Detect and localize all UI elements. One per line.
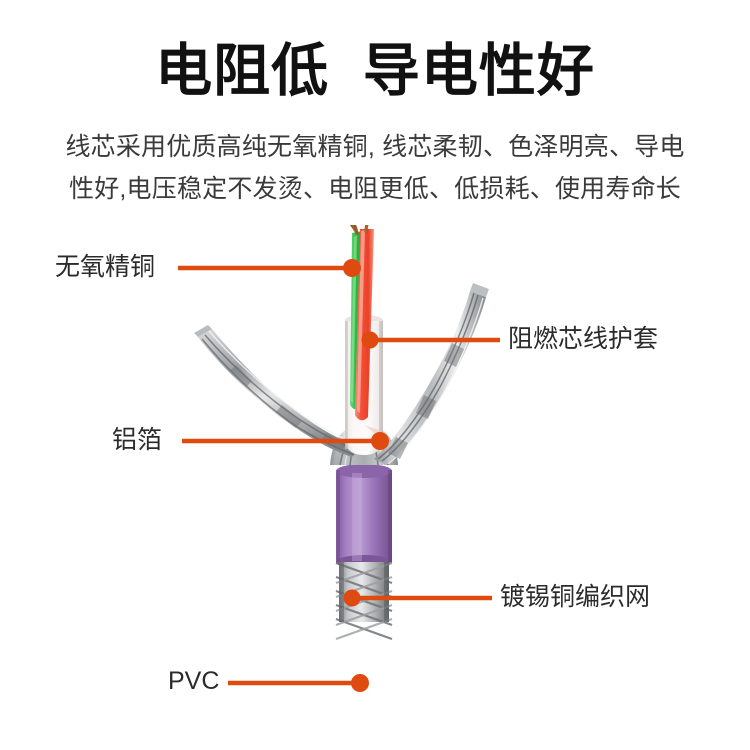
subtitle-paragraph: 线芯采用优质高纯无氧精铜, 线芯柔韧、色泽明亮、导电 性好,电压稳定不发烫、电阻… [0, 126, 750, 210]
subtitle-line-2: 性好,电压稳定不发烫、电阻更低、低损耗、使用寿命长 [69, 175, 681, 203]
callout-label-braid: 镀锡铜编织网 [500, 583, 651, 611]
callout-label-copper: 无氧精铜 [55, 253, 156, 281]
callout-dot-copper [343, 259, 361, 277]
cable-illustration: 无氧精铜 阻燃芯线护套 铝箔 镀锡铜编织网 PVC [0, 225, 750, 750]
bare-copper-conductors [350, 225, 369, 235]
jacket-top-lip [333, 615, 395, 631]
aluminium-foil-strip-left [194, 325, 361, 457]
callout-label-foil: 铝箔 [112, 426, 163, 454]
subtitle-line-1: 线芯采用优质高纯无氧精铜, 线芯柔韧、色泽明亮、导电 [65, 133, 685, 161]
callout-dot-braid [343, 589, 361, 607]
page-title: 电阻低 导电性好 [155, 39, 595, 103]
callout-dot-sheath [361, 331, 379, 349]
cable-diagram-svg [178, 225, 500, 692]
header-block: 电阻低 导电性好 线芯采用优质高纯无氧精铜, 线芯柔韧、色泽明亮、导电 性好,电… [0, 0, 750, 210]
callout-dots [343, 259, 389, 692]
callout-leaders [178, 265, 500, 686]
callout-dot-foil [371, 432, 389, 450]
aluminium-foil-strip-right [374, 283, 489, 465]
pvc-collar-ring [336, 464, 392, 569]
callout-dot-pvc [351, 674, 369, 692]
callout-label-pvc: PVC [168, 667, 220, 695]
callout-label-sheath: 阻燃芯线护套 [508, 325, 659, 353]
